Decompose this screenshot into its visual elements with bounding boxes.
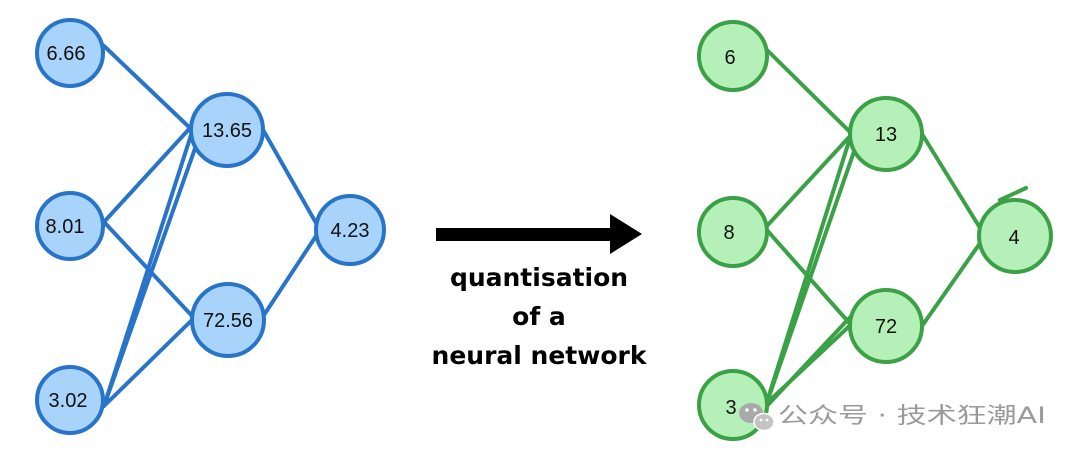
original-node-in2: 8.01: [35, 191, 105, 261]
edge-h1-out: [920, 132, 987, 238]
caption-line-2: of a: [512, 302, 566, 331]
watermark-text: 公众号 · 技术狂潮AI: [778, 404, 1046, 429]
node-value: 6.66: [47, 43, 86, 65]
node-value: 8: [723, 222, 734, 244]
original-network: 6.66 8.01 3.02 13.65 72.56 4.23: [35, 18, 386, 435]
edge-h2-out: [920, 234, 987, 328]
edge-in1-h1: [102, 44, 192, 130]
node-value: 72.56: [203, 310, 253, 332]
caption: quantisation of a neural network: [432, 263, 648, 370]
node-value: 6: [724, 47, 735, 69]
original-edges: [102, 44, 322, 408]
quantised-node-h2: 72: [848, 288, 924, 364]
quantised-node-in1: 6: [697, 20, 769, 92]
edge-in3-h1b: [102, 130, 194, 408]
edge-in2-h1: [102, 126, 192, 224]
edge-in2-h1: [763, 132, 854, 230]
edge-h2-out: [260, 228, 322, 320]
edge-in3-h2: [102, 316, 196, 408]
node-value: 13.65: [202, 120, 252, 142]
edge-in3-h2b: [766, 316, 860, 404]
node-value: 8.01: [46, 216, 85, 238]
caption-line-3: neural network: [432, 341, 648, 370]
node-value: 72: [875, 316, 897, 338]
quantised-node-in2: 8: [697, 196, 769, 268]
node-value: 3.02: [49, 390, 88, 412]
quantised-node-h1: 13: [848, 96, 924, 172]
edge-h1-out: [260, 126, 322, 232]
node-value: 4: [1008, 227, 1019, 249]
quantised-network: 6 8 3 13 72 4: [697, 20, 1053, 441]
node-value: 3: [725, 397, 736, 419]
watermark: 公众号 · 技术狂潮AI: [739, 403, 1046, 432]
wechat-icon: [739, 403, 775, 432]
right-arrow-icon: [436, 214, 642, 254]
quantised-node-out: 4: [977, 198, 1053, 274]
caption-line-1: quantisation: [450, 263, 628, 292]
node-value: 4.23: [331, 220, 370, 242]
original-node-in3: 3.02: [35, 365, 105, 435]
original-node-h1: 13.65: [189, 92, 265, 168]
original-node-h2: 72.56: [190, 282, 266, 358]
original-node-in1: 6.66: [35, 18, 105, 88]
edge-in1-h1: [763, 46, 854, 136]
node-value: 13: [875, 124, 897, 146]
quantised-edges: [763, 46, 1028, 410]
edge-in3-h1b: [763, 136, 852, 410]
edge-out-flick: [998, 186, 1028, 202]
original-node-out: 4.23: [314, 194, 386, 266]
